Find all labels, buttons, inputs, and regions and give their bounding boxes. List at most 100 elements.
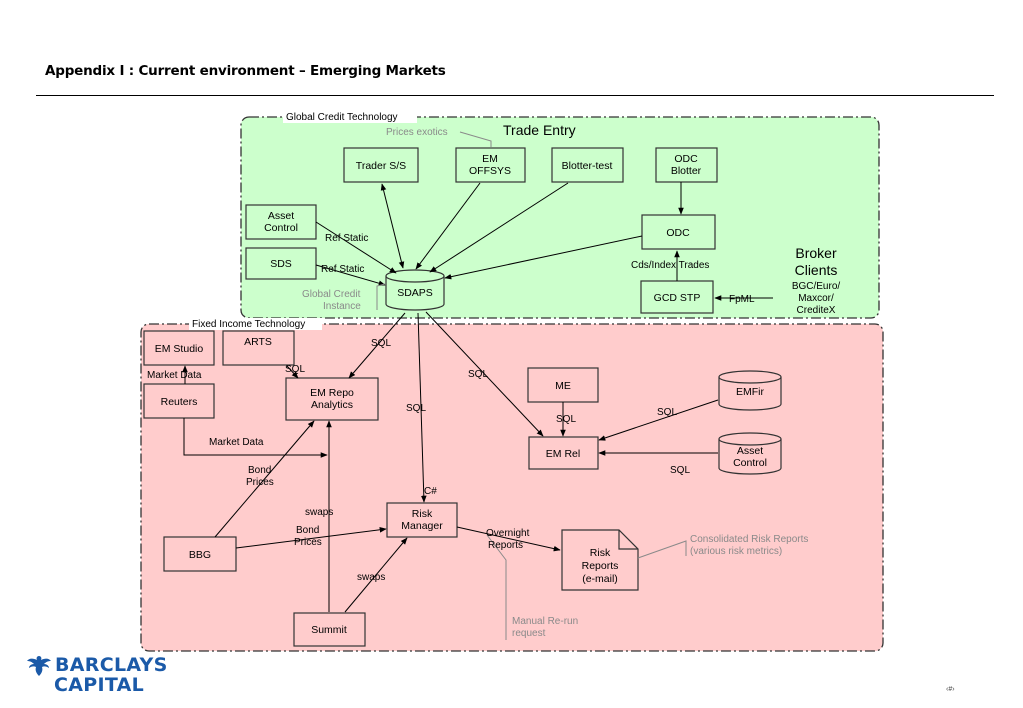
region-global-credit-technology: Global Credit Technology Trade Entry <box>240 111 880 319</box>
trade-entry-heading: Trade Entry <box>503 122 576 138</box>
edge-sdaps-risk <box>417 312 427 503</box>
node-label: BBG <box>189 549 211 561</box>
node-label: (e-mail) <box>582 573 618 585</box>
label-global-credit-instance-2: Instance <box>323 301 361 312</box>
logo-line-2: CAPITAL <box>54 674 145 696</box>
edge-reuters-rel <box>183 418 328 458</box>
node-label: EM <box>482 153 498 165</box>
node-label: OFFSYS <box>469 165 511 177</box>
label-manual-rerun-1: Manual Re-run <box>512 616 578 627</box>
label-sql-asset: SQL <box>670 465 690 476</box>
edge-labels: Prices exotics Ref Static Ref Static Glo… <box>147 127 840 639</box>
label-ref-static-2: Ref Static <box>321 264 364 275</box>
node-label: Risk <box>412 508 433 520</box>
region-label-fit: Fixed Income Technology <box>192 319 305 330</box>
node-label: EM Repo <box>310 387 354 399</box>
node-label: Summit <box>311 624 347 636</box>
label-ref-static-1: Ref Static <box>325 233 368 244</box>
region-label-gct: Global Credit Technology <box>286 112 398 123</box>
label-market-data-1: Market Data <box>147 370 202 381</box>
node-em-repo-analytics: EM Repo Analytics <box>285 377 379 421</box>
node-label: Control <box>733 457 767 469</box>
node-sds: SDS <box>245 247 317 280</box>
edge-offsys-sdaps <box>415 182 481 270</box>
node-label: Risk <box>590 547 611 559</box>
node-label: Analytics <box>311 399 353 411</box>
edge-sdaps-rel <box>425 311 544 437</box>
node-label: EM Studio <box>155 343 204 355</box>
node-label: Asset <box>268 210 294 222</box>
node-em-rel: EM Rel <box>528 436 599 470</box>
node-emfir-database: EMFir <box>718 370 782 411</box>
label-bond-prices-1a: Bond <box>248 465 271 476</box>
node-label: ODC <box>666 227 690 239</box>
node-label: EMFir <box>736 386 764 398</box>
label-overnight-reports-2: Reports <box>488 540 523 551</box>
barclays-capital-logo: BARCLAYS CAPITAL <box>54 654 168 696</box>
node-asset-control-database: Asset Control <box>718 432 782 475</box>
label-sql-sdaps-repo: SQL <box>371 338 391 349</box>
node-risk-reports-document: Risk Reports (e-mail) <box>561 529 639 591</box>
node-label: Control <box>264 222 298 234</box>
node-label: ODC <box>674 153 698 165</box>
edge-global-credit-instance <box>376 283 386 310</box>
label-broker-list-1: BGC/Euro/ <box>792 281 841 292</box>
logo-line-1: BARCLAYS <box>55 654 168 676</box>
title-divider <box>36 95 994 96</box>
label-broker-list-3: CrediteX <box>797 305 836 316</box>
node-label: SDS <box>270 258 292 270</box>
node-trader-ss: Trader S/S <box>343 147 419 183</box>
edge-sdaps-repo <box>348 312 406 379</box>
node-label: GCD STP <box>654 292 701 304</box>
node-label: Blotter <box>671 165 702 177</box>
node-em-studio: EM Studio <box>143 330 215 366</box>
edge-summit-risk <box>344 537 408 613</box>
label-overnight-reports-1: Overnight <box>486 528 530 539</box>
edge-bbg-repo <box>214 420 315 538</box>
edge-blotter-sdaps <box>429 182 569 273</box>
edge-consolidated <box>637 540 687 559</box>
label-global-credit-instance-1: Global Credit <box>302 289 361 300</box>
region-fixed-income-technology: Fixed Income Technology <box>140 318 884 652</box>
label-bond-prices-2a: Bond <box>296 525 319 536</box>
label-market-data-2: Market Data <box>209 437 264 448</box>
node-label: Asset <box>737 445 763 457</box>
node-arts: ARTS <box>222 330 295 366</box>
label-broker-list-2: Maxcor/ <box>798 293 834 304</box>
node-risk-manager: Risk Manager <box>386 502 458 538</box>
edge-trader-sdaps <box>380 183 405 269</box>
node-label: Reports <box>582 560 619 572</box>
edge-prices-exotics <box>459 131 492 147</box>
label-consolidated-1: Consolidated Risk Reports <box>690 534 808 545</box>
node-label: Trader S/S <box>356 160 406 172</box>
node-label: Manager <box>401 520 443 532</box>
node-asset-control-top: Asset Control <box>245 204 317 240</box>
label-fpml: FpML <box>729 294 755 305</box>
node-label: ME <box>555 380 571 392</box>
label-cds-index-trades: Cds/Index Trades <box>631 260 709 271</box>
page-title: Appendix I : Current environment – Emerg… <box>45 63 446 79</box>
edge-odc-sdaps <box>444 235 643 280</box>
edge-arts-repo <box>286 365 299 379</box>
edge-asset-sdaps <box>315 221 397 274</box>
node-reuters: Reuters <box>143 383 215 419</box>
label-swaps-1: swaps <box>305 507 333 518</box>
node-label: SDAPS <box>397 287 433 299</box>
label-broker-clients-1: Broker <box>795 245 837 261</box>
node-label: ARTS <box>244 336 272 348</box>
label-prices-exotics: Prices exotics <box>386 127 448 138</box>
node-label: Reuters <box>161 396 198 408</box>
label-sql-arts: SQL <box>285 364 305 375</box>
edge-manual-rerun <box>486 534 507 640</box>
node-sdaps-database: SDAPS <box>385 269 445 311</box>
label-sql-sdaps-rel: SQL <box>468 369 488 380</box>
label-sql-emfir: SQL <box>657 407 677 418</box>
node-blotter-test: Blotter-test <box>551 147 624 183</box>
edge-risk-reports <box>456 526 561 552</box>
node-odc-blotter: ODC Blotter <box>655 147 718 183</box>
label-bond-prices-2b: Prices <box>294 537 322 548</box>
label-sql-me: SQL <box>556 414 576 425</box>
page-number: ‹#› <box>946 686 955 693</box>
edge-emfir-rel <box>598 399 719 441</box>
label-broker-clients-2: Clients <box>795 262 838 278</box>
